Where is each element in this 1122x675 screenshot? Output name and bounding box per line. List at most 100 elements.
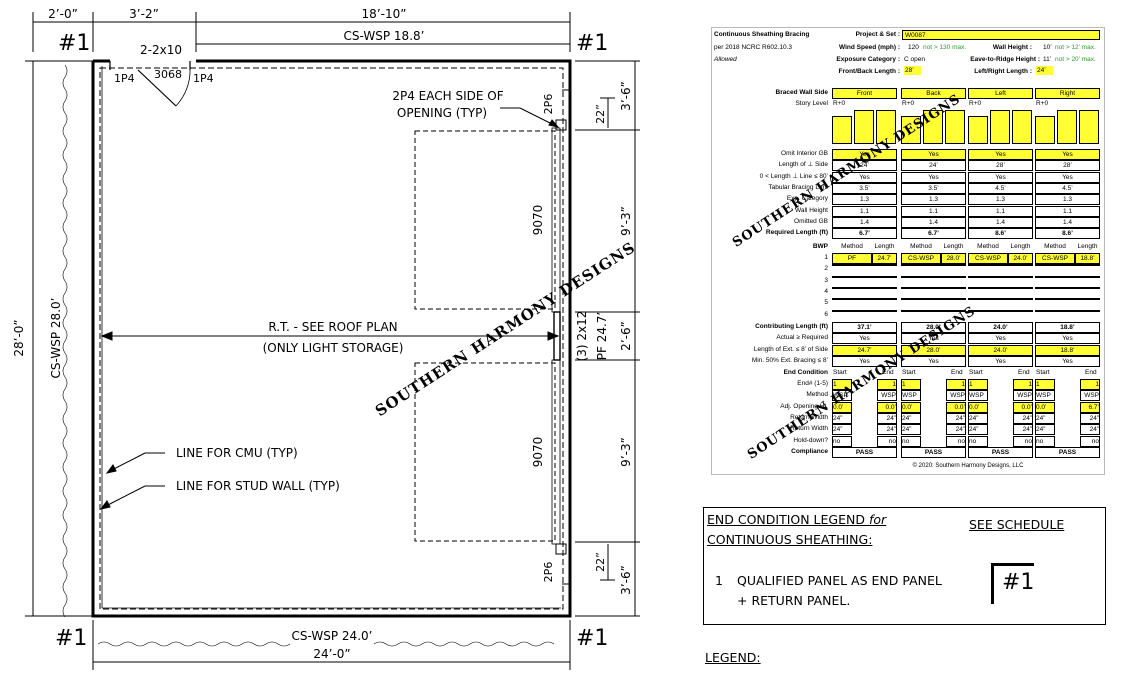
dim-right-3: 9’-3” (619, 206, 633, 236)
start-label: Start (902, 369, 916, 376)
bwp-length (1075, 275, 1100, 278)
method-header: Method (977, 243, 999, 250)
wind-value[interactable]: 120 (908, 44, 919, 51)
bwp-method (832, 309, 872, 312)
ext-value: 24.0’ (968, 344, 1033, 356)
row-label: Wall Height (795, 206, 828, 214)
end-start-value: WSP (832, 390, 852, 402)
story-value: R+0 (833, 100, 846, 107)
end-start-value: 24” (1035, 412, 1055, 424)
row-label: 0 < Length ⊥ Line ≤ 80’ (759, 172, 828, 180)
ext-value: 28.0’ (901, 344, 966, 356)
row-value: 1.3 (901, 194, 966, 206)
actual-value: Yes (968, 333, 1033, 345)
end-row-label: Adj. Opening Ht. (780, 402, 828, 410)
length-header: Length (943, 243, 964, 250)
end-start-value: 24” (968, 424, 988, 436)
row-value: 6.7’ (901, 228, 966, 240)
bwp-method (832, 298, 872, 301)
end-start-value: 0.0’ (901, 401, 921, 413)
end-end-value: 24” (1080, 412, 1100, 424)
bracing-spreadsheet: Continuous Sheathing Bracing per 2018 NC… (711, 27, 1105, 475)
bwp-method (1035, 275, 1075, 278)
dim-right-4: 2’-6” (619, 321, 633, 351)
end-label: End (882, 369, 894, 376)
bwp-method (968, 286, 1008, 289)
story-diagram-box (1079, 110, 1099, 144)
bwp-length (872, 264, 897, 267)
bwp-method: PF (832, 253, 872, 264)
row-label: Omitted GB (794, 217, 828, 225)
bwp-method: CS-WSP (968, 253, 1008, 264)
story-value: R+0 (969, 100, 982, 107)
dim-18ft10in: 18’-10” (362, 7, 407, 21)
side-header: Right (1035, 88, 1100, 99)
start-label: Start (969, 369, 983, 376)
bwp-length (1075, 286, 1100, 289)
dim-2ft: 2’-0” (48, 7, 78, 21)
exposure-value[interactable]: C open (904, 56, 925, 63)
eave-value[interactable]: 11’ (1043, 56, 1052, 63)
bwp-length (872, 286, 897, 289)
corner-mark-bl: #1 (55, 626, 87, 651)
row-value: 1.4 (901, 216, 966, 228)
line-cmu-label: LINE FOR CMU (TYP) (176, 446, 298, 460)
bwp-length (872, 275, 897, 278)
bwp-method: CS-WSP (1035, 253, 1075, 264)
note-2p4-line1: 2P4 EACH SIDE OF (392, 89, 503, 103)
row-value: 3.5’ (832, 182, 897, 194)
bwp-number: 4 (824, 287, 828, 295)
bwp-method (968, 309, 1008, 312)
see-schedule: SEE SCHEDULE (969, 517, 1065, 532)
length-header: Length (1010, 243, 1031, 250)
end-end-value: 0.0’ (946, 401, 966, 413)
end-start-value: 24” (968, 412, 988, 424)
min-value: Yes (968, 355, 1033, 367)
contrib-value: 24.0’ (968, 322, 1033, 333)
story-diagram-box (923, 110, 943, 144)
row-label: Exp. Category (786, 195, 828, 203)
contrib-value: 37.1’ (832, 322, 897, 333)
row-value: 8.6’ (968, 228, 1033, 240)
end-end-value: 1 (877, 379, 897, 390)
fb-length-value[interactable]: 28’ (904, 66, 921, 75)
right-dimensions (575, 60, 640, 617)
sheet-copyright: © 2020: Southern Harmony Designs, LLC (912, 463, 1024, 469)
end-row-label: Return Width (790, 413, 828, 421)
eave-note: not > 20’ max. (1055, 56, 1096, 63)
row-value: 28’ (968, 160, 1033, 172)
wind-note: not > 130 max. (923, 44, 967, 51)
left-dimensions (25, 60, 93, 618)
bwp-method (968, 298, 1008, 301)
dim-right-6: 22” (594, 552, 607, 572)
story-level-label: Story Level (795, 100, 828, 107)
length-header: Length (1077, 243, 1098, 250)
method-header: Method (1044, 243, 1066, 250)
dim-right-7: 3’-6” (619, 565, 633, 595)
exposure-label: Exposure Category : (836, 56, 900, 63)
project-value[interactable]: W0087 (902, 30, 1100, 40)
fb-length-label: Front/Back Length : (838, 68, 900, 75)
method-header: Method (910, 243, 932, 250)
bwp-method (901, 286, 941, 289)
ext-value: 24.7’ (832, 344, 897, 356)
bwp-method (968, 275, 1008, 278)
end-start-value: no (968, 435, 988, 447)
story-diagram-box (968, 116, 988, 144)
row-value: 1.1 (832, 205, 897, 217)
row-value: 1.3 (832, 194, 897, 206)
compliance-value: PASS (901, 447, 966, 458)
end-row-label: Return Width (790, 425, 828, 433)
end-start-value: 0.0’ (968, 401, 988, 413)
start-label: Start (1036, 369, 1050, 376)
row-value: 1.4 (968, 216, 1033, 228)
corner-mark-tl: #1 (58, 31, 90, 56)
legend-title-line2: CONTINUOUS SHEATHING: (707, 532, 873, 547)
lr-length-value[interactable]: 24’ (1036, 66, 1053, 75)
story-diagram-box (1035, 116, 1055, 144)
garage-openings (414, 89, 570, 585)
end-row-label: Method (806, 391, 828, 399)
wall-height-value[interactable]: 10’ (1043, 44, 1052, 51)
wall-height-note: not > 12’ max. (1055, 44, 1096, 51)
end-start-value: 1 (968, 379, 988, 390)
